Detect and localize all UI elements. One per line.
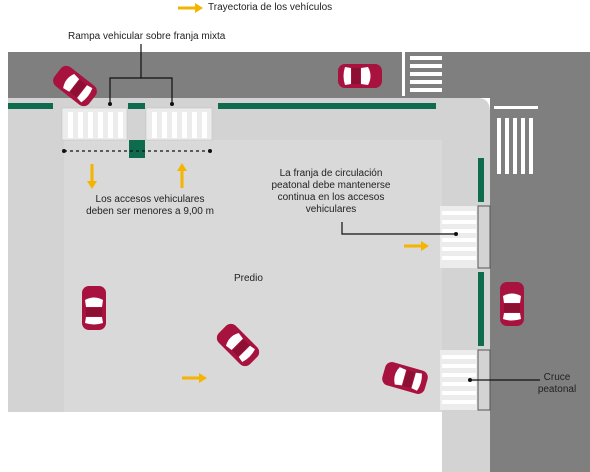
green-strip xyxy=(8,103,53,109)
legend-arrow xyxy=(178,3,203,13)
crossing-label: Cruce peatonal xyxy=(528,372,586,396)
crossing-label-line: peatonal xyxy=(537,384,577,395)
lot-area xyxy=(64,140,442,412)
green-strip xyxy=(478,272,484,346)
pedestrian-label: La franja de circulación peatonal debe m… xyxy=(256,168,406,216)
crosswalk-top xyxy=(410,56,442,92)
pedestrian-label-line: La franja de circulación xyxy=(279,168,383,179)
green-strip xyxy=(218,103,436,109)
car xyxy=(82,286,106,330)
pedestrian-leader xyxy=(341,222,456,235)
access-label-line: deben ser menores a 9,00 m xyxy=(86,206,214,217)
ramp-label: Rampa vehicular sobre franja mixta xyxy=(68,31,226,42)
access-label: Los accesos vehiculares deben ser menore… xyxy=(64,194,236,218)
crossing-label-line: Cruce xyxy=(543,372,571,383)
stop-line xyxy=(494,106,538,109)
lot-label: Predio xyxy=(234,273,263,284)
stop-line xyxy=(402,52,405,96)
green-strip xyxy=(478,158,484,202)
ramp-stripes xyxy=(68,112,207,138)
right-road xyxy=(490,52,590,472)
pedestrian-label-line: peatonal debe mantenerse xyxy=(271,180,391,191)
crosswalk-right xyxy=(497,118,533,174)
green-strip xyxy=(129,140,145,158)
ramp-stripes xyxy=(442,211,476,404)
legend-label: Trayectoria de los vehículos xyxy=(208,2,333,13)
car xyxy=(338,64,382,88)
green-strip xyxy=(128,103,145,109)
car xyxy=(500,282,524,326)
pedestrian-label-line: vehiculares xyxy=(305,204,357,215)
access-label-line: Los accesos vehiculares xyxy=(95,194,205,205)
pedestrian-label-line: continua en los accesos xyxy=(277,192,385,203)
curb-opening xyxy=(477,205,491,269)
